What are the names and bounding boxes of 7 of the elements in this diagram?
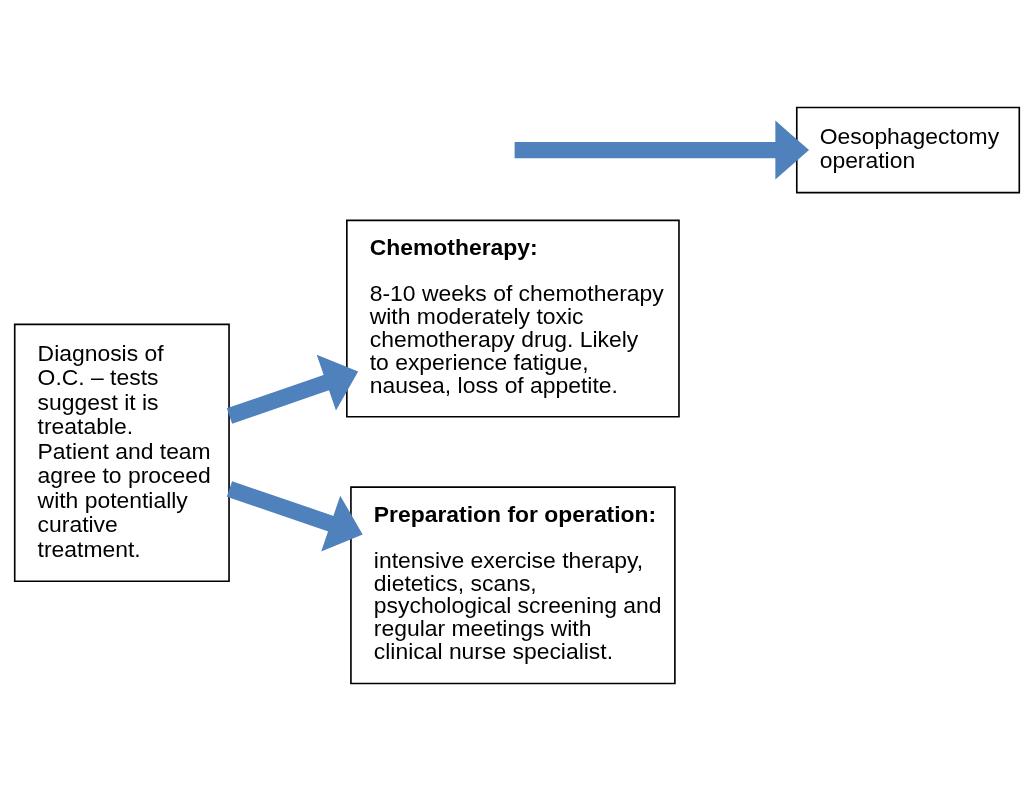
node-box: Chemotherapy: 8-10 weeks of chemotherapy with moderately toxic chemotherapy drug. Likely to experience fatigue, nausea, loss of appetite. (346, 219, 680, 418)
node-box: Diagnosis of O.C. – tests suggest it is treatable. Patient and team agree to proceed with potentially curative treatment. (13, 323, 230, 583)
arrow (226, 481, 363, 552)
arrow (514, 120, 810, 180)
node-box: Preparation for operation: intensive exercise therapy, dietetics, scans, psychological screening and regular meetings with clinical nurse specialist. (350, 486, 676, 685)
arrow (226, 354, 359, 424)
node-box: Oesophagectomy operation (795, 106, 1021, 194)
